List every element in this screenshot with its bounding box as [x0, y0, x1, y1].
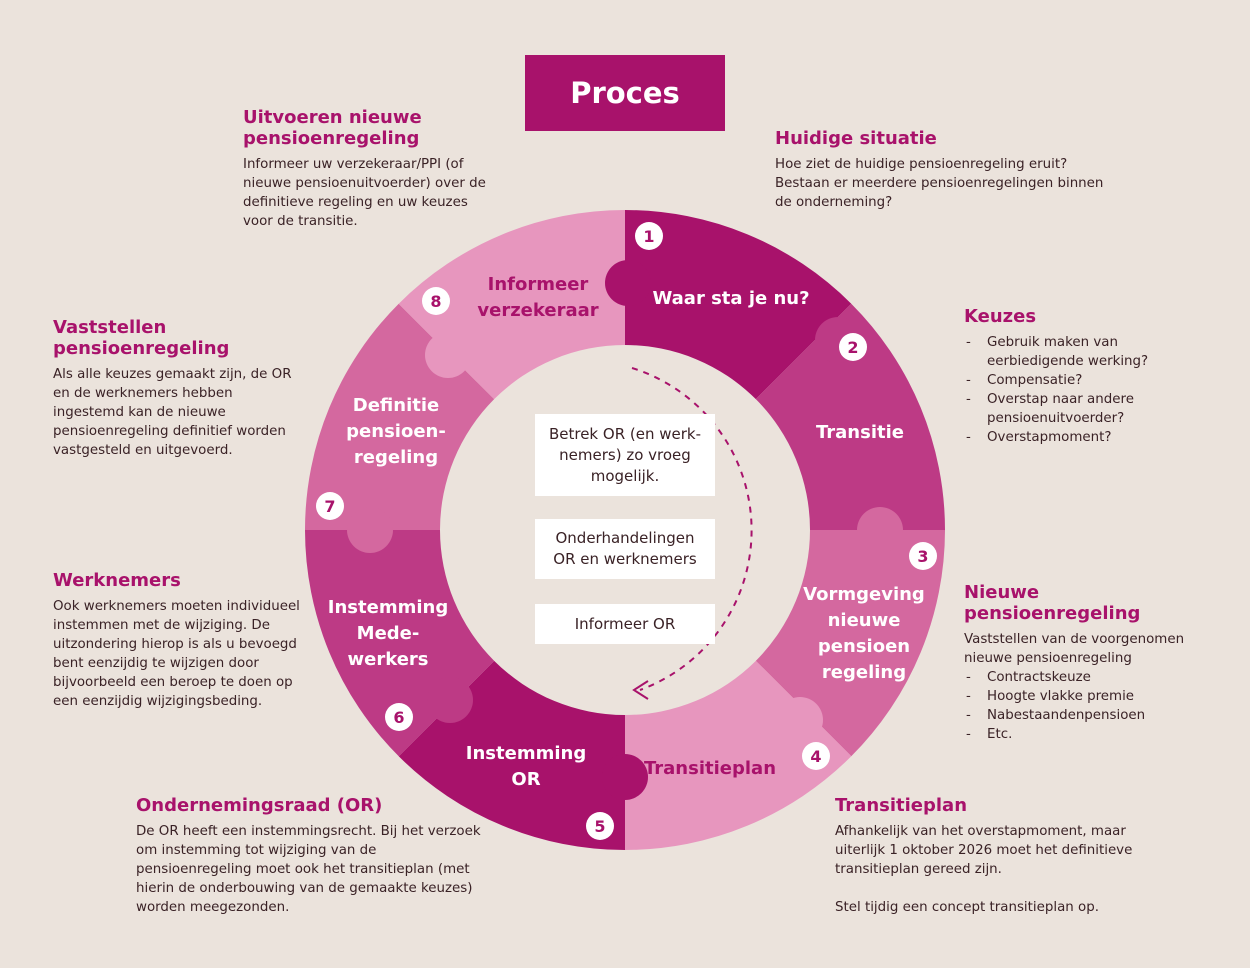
wheel-segment-2 [755, 303, 945, 530]
note-ondernemingsraad: Ondernemingsraad (OR) De OR heeft een in… [136, 795, 481, 917]
center-box-onderhandelingen: Onderhandelingen OR en werknemers [535, 519, 715, 579]
svg-text:2: 2 [847, 338, 858, 357]
puzzle-tab-7 [347, 507, 393, 553]
note-text: Informeer uw verzekeraar/PPI (of nieuwe … [243, 157, 486, 229]
note-title: Keuzes [964, 306, 1037, 327]
note-text: Afhankelijk van het overstapmoment, maar… [835, 824, 1133, 877]
note-text: De OR heeft een instemmingsrecht. Bij he… [136, 824, 481, 915]
svg-text:7: 7 [324, 497, 335, 516]
step-number-badge-6: 6 [385, 703, 413, 731]
note-uitvoeren: Uitvoeren nieuwe pensioenregeling Inform… [243, 107, 493, 231]
center-box-informeer-or: Informeer OR [535, 604, 715, 644]
center-box-betrek-or: Betrek OR (en werk- nemers) zo vroeg mog… [535, 414, 715, 496]
segment-label-1: Waar sta je nu? [652, 288, 809, 309]
page-title: Proces [525, 55, 725, 131]
puzzle-tab-3 [857, 507, 903, 553]
svg-text:1: 1 [643, 227, 654, 246]
list-item: Overstapmoment? [964, 428, 1179, 447]
list-item: Compensatie? [964, 371, 1179, 390]
note-text: Stel tijdig een concept transitieplan op… [835, 900, 1099, 915]
step-number-badge-5: 5 [586, 812, 614, 840]
list-item: Contractskeuze [964, 668, 1214, 687]
list-item: Hoogte vlakke premie [964, 687, 1214, 706]
svg-text:3: 3 [917, 547, 928, 566]
note-text: Hoe ziet de huidige pensioenregeling eru… [775, 157, 1104, 210]
list-item: Gebruik maken van eerbiedigende werking? [964, 333, 1179, 371]
note-title: Werknemers [53, 570, 181, 591]
wheel-segment-1 [625, 210, 852, 400]
svg-text:4: 4 [810, 747, 821, 766]
step-number-badge-7: 7 [316, 492, 344, 520]
note-huidige-situatie: Huidige situatie Hoe ziet de huidige pen… [775, 128, 1120, 212]
cycle-arrow [631, 367, 753, 691]
list-item: Overstap naar andere pensioenuitvoerder? [964, 390, 1179, 428]
arrow-head-icon [632, 680, 649, 700]
note-text: Vaststellen van de voorgenomen nieuwe pe… [964, 632, 1185, 666]
step-number-badge-8: 8 [422, 287, 450, 315]
svg-text:8: 8 [430, 292, 441, 311]
svg-text:6: 6 [393, 708, 404, 727]
puzzle-tab-8 [425, 332, 471, 378]
note-text: Als alle keuzes gemaakt zijn, de OR en d… [53, 367, 292, 458]
note-werknemers: Werknemers Ook werknemers moeten individ… [53, 570, 308, 711]
note-nieuwe-pensioenregeling: Nieuwe pensioenregeling Vaststellen van … [964, 582, 1214, 744]
note-vaststellen: Vaststellen pensioenregeling Als alle ke… [53, 317, 293, 460]
note-title: Nieuwe pensioenregeling [964, 582, 1141, 624]
note-text: Ook werknemers moeten individueel instem… [53, 599, 300, 709]
svg-text:5: 5 [594, 817, 605, 836]
note-title: Ondernemingsraad (OR) [136, 795, 383, 816]
step-number-badge-4: 4 [802, 742, 830, 770]
list-item: Etc. [964, 725, 1214, 744]
note-keuzes: Keuzes Gebruik maken van eerbiedigende w… [964, 306, 1179, 447]
note-title: Huidige situatie [775, 128, 937, 149]
puzzle-tab-6 [427, 677, 473, 723]
step-number-badge-2: 2 [839, 333, 867, 361]
puzzle-tab-4 [777, 697, 823, 743]
note-title: Uitvoeren nieuwe pensioenregeling [243, 107, 422, 149]
puzzle-tab-1 [605, 260, 651, 306]
step-number-badge-1: 1 [635, 222, 663, 250]
puzzle-tab-5 [602, 754, 648, 800]
note-title: Vaststellen pensioenregeling [53, 317, 230, 359]
segment-label-2: Transitie [816, 422, 904, 443]
step-number-badge-3: 3 [909, 542, 937, 570]
note-transitieplan: Transitieplan Afhankelijk van het overst… [835, 795, 1155, 917]
note-title: Transitieplan [835, 795, 968, 816]
segment-label-4: Transitieplan [644, 758, 776, 779]
list-item: Nabestaandenpensioen [964, 706, 1214, 725]
